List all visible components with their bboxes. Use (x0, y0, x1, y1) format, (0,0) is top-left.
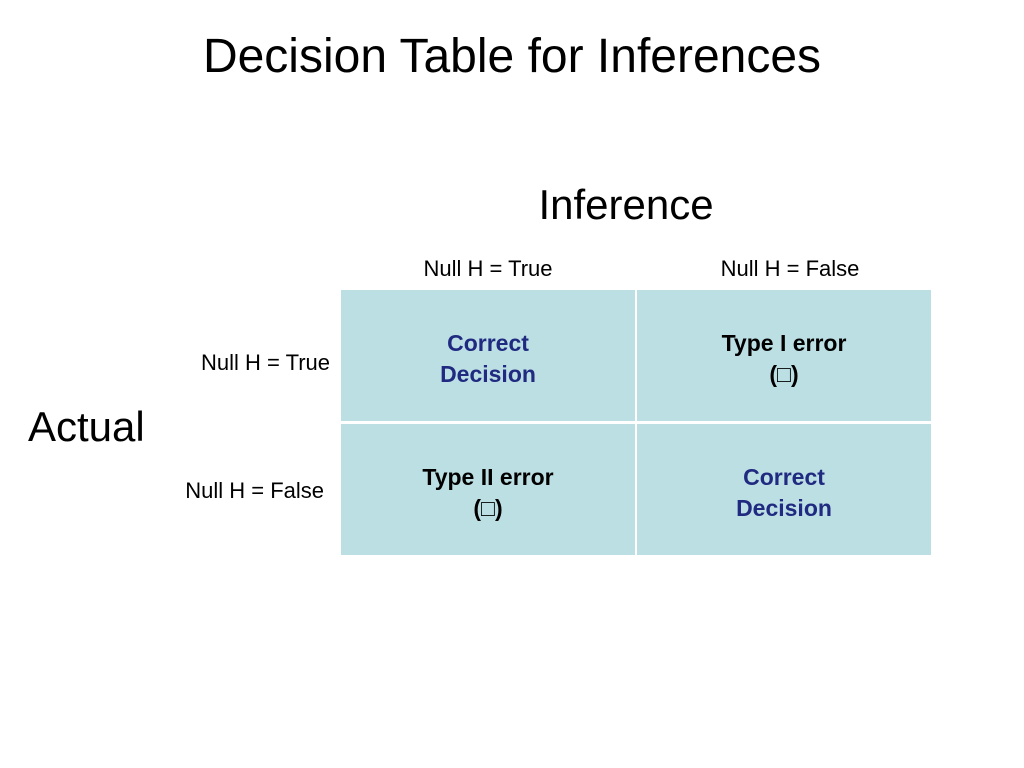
row-header-null-false: Null H = False (185, 478, 324, 503)
column-header-null-false: Null H = False (720, 256, 860, 281)
cell-line: Type I error (721, 330, 847, 356)
cell-line: (□) (473, 495, 503, 521)
cell-type-ii-error: Type II error (□) (341, 424, 635, 555)
cell-line: Type II error (422, 464, 554, 490)
row-header-null-true: Null H = True (201, 350, 330, 375)
column-header-null-true: Null H = True (423, 256, 553, 281)
cell-line: (□) (769, 361, 799, 387)
cell-correct-decision-bottom-right: Correct Decision (637, 424, 931, 555)
cell-line: Decision (736, 495, 832, 521)
cell-type-i-error: Type I error (□) (637, 290, 931, 421)
cell-line: Correct (447, 330, 529, 356)
inference-heading: Inference (538, 181, 714, 228)
slide-title: Decision Table for Inferences (202, 30, 822, 83)
cell-line: Decision (440, 361, 536, 387)
cell-line: Correct (743, 464, 825, 490)
cell-correct-decision-top-left: Correct Decision (341, 290, 635, 421)
actual-heading: Actual (28, 403, 145, 450)
decision-matrix: Correct Decision Type I error (□) Type I… (341, 290, 931, 556)
